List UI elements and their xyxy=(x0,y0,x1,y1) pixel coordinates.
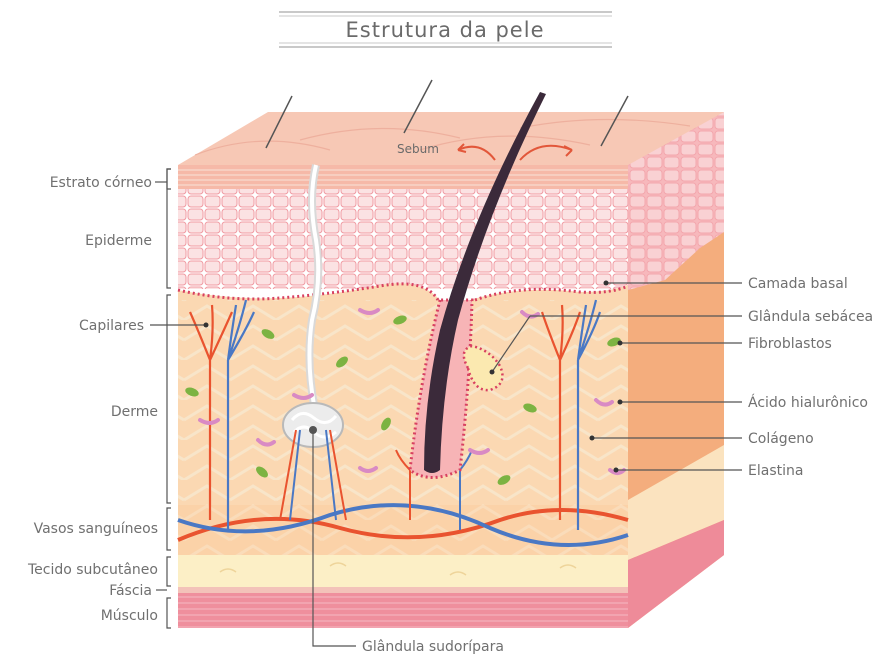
label-fibroblastos: Fibroblastos xyxy=(748,336,832,352)
diagram-title: Estrutura da pele xyxy=(346,18,545,42)
label-glandula-sebacea: Glândula sebácea xyxy=(748,309,873,325)
sebum-label: Sebum xyxy=(397,142,439,156)
label-acido-hialuronico: Ácido hialurônico xyxy=(748,394,868,411)
label-camada-basal: Camada basal xyxy=(748,276,848,292)
label-tecido-subcutaneo: Tecido subcutâneo xyxy=(27,562,158,578)
label-glandula-sudoripara: Glândula sudorípara xyxy=(362,639,504,655)
label-capilares: Capilares xyxy=(79,318,144,334)
label-vasos-sanguineos: Vasos sanguíneos xyxy=(34,521,158,537)
label-epiderme: Epiderme xyxy=(85,233,152,249)
label-elastina: Elastina xyxy=(748,463,803,479)
title-block: Estrutura da pele xyxy=(279,12,612,47)
label-musculo: Músculo xyxy=(101,608,158,624)
label-derme: Derme xyxy=(111,404,158,420)
fascia-layer xyxy=(178,587,628,593)
skin-surface xyxy=(178,112,724,165)
subcutaneous-layer xyxy=(178,555,628,587)
label-estrato-corneo: Estrato córneo xyxy=(50,175,152,191)
label-colageno: Colágeno xyxy=(748,431,814,447)
label-fascia: Fáscia xyxy=(109,583,152,599)
epidermis-layer xyxy=(178,189,628,289)
